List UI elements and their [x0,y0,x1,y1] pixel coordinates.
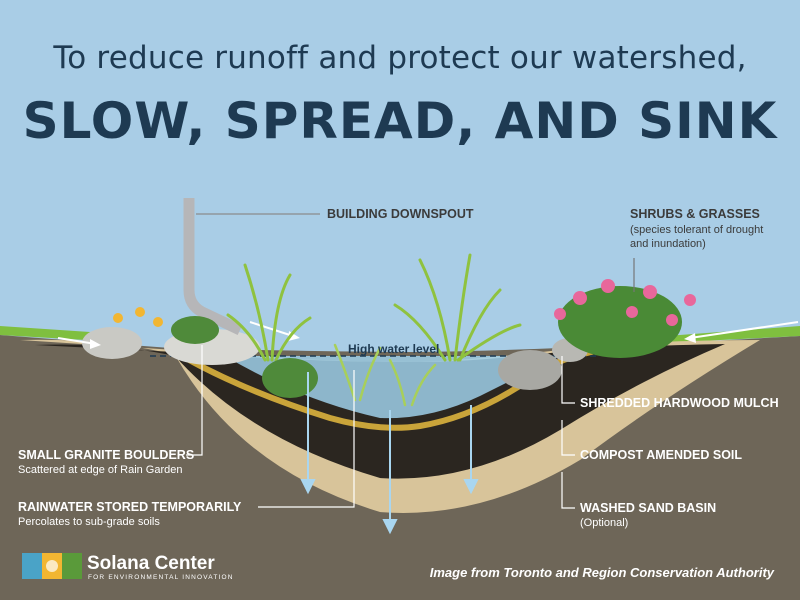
label-shredded-hardwood-mulch: SHREDDED HARDWOOD MULCH [580,396,779,410]
label-shrubs-sub-1: (species tolerant of drought [630,224,764,236]
ornamental-grass-low [333,343,437,407]
coneflowers [554,279,696,326]
headline-line-2: SLOW, SPREAD, AND SINK [22,92,778,150]
boulder-left [82,327,142,359]
label-small-granite-boulders: SMALL GRANITE BOULDERS [18,448,195,462]
yellow-flower [135,307,145,317]
downspout-pipe [183,198,243,335]
flow-arrow-right [689,321,799,339]
ornamental-grass-center [393,253,522,362]
label-washed-sand-basin: WASHED SAND BASIN [580,501,717,515]
flow-arrow-left [57,337,97,345]
headline-line-1: To reduce runoff and protect our watersh… [53,40,747,76]
coneflower [554,308,566,320]
boulder-right [498,350,562,390]
label-boulders-sub: Scattered at edge of Rain Garden [18,464,183,476]
coneflower [684,294,696,306]
image-credit: Image from Toronto and Region Conservati… [429,565,774,580]
grass-strip-right [640,326,800,344]
coneflower [626,306,638,318]
coneflower [573,291,587,305]
shrub-right-large [558,286,682,358]
shrub-left-small [171,316,219,344]
logo-tagline: FOR ENVIRONMENTAL INNOVATION [88,574,234,581]
yellow-flower [113,313,123,323]
label-building-downspout: BUILDING DOWNSPOUT [327,207,474,221]
yellow-flower [153,317,163,327]
label-sand-optional: (Optional) [580,517,629,529]
label-high-water-level: High water level [348,342,440,356]
coneflower [643,285,657,299]
black-eyed-susans [113,307,163,327]
label-leaders [186,345,575,509]
label-compost-amended-soil: COMPOST AMENDED SOIL [580,448,743,462]
logo-name: Solana Center [87,553,215,574]
label-rainwater-sub: Percolates to sub-grade soils [18,516,160,528]
flow-arrow-downspout [249,321,297,338]
ornamental-grass-left [226,263,312,362]
label-shrubs-grasses: SHRUBS & GRASSES [630,207,760,221]
infiltration-arrows [300,372,479,535]
coneflower [601,279,615,293]
shrub-center-low [262,358,318,398]
solana-logo-mark [22,553,82,579]
flow-arrow-right-head [684,333,696,343]
coneflower [666,314,678,326]
flow-arrow-left-head [90,339,101,349]
label-rainwater-stored: RAINWATER STORED TEMPORARILY [18,500,242,514]
label-shrubs-sub-2: and inundation) [630,238,706,250]
